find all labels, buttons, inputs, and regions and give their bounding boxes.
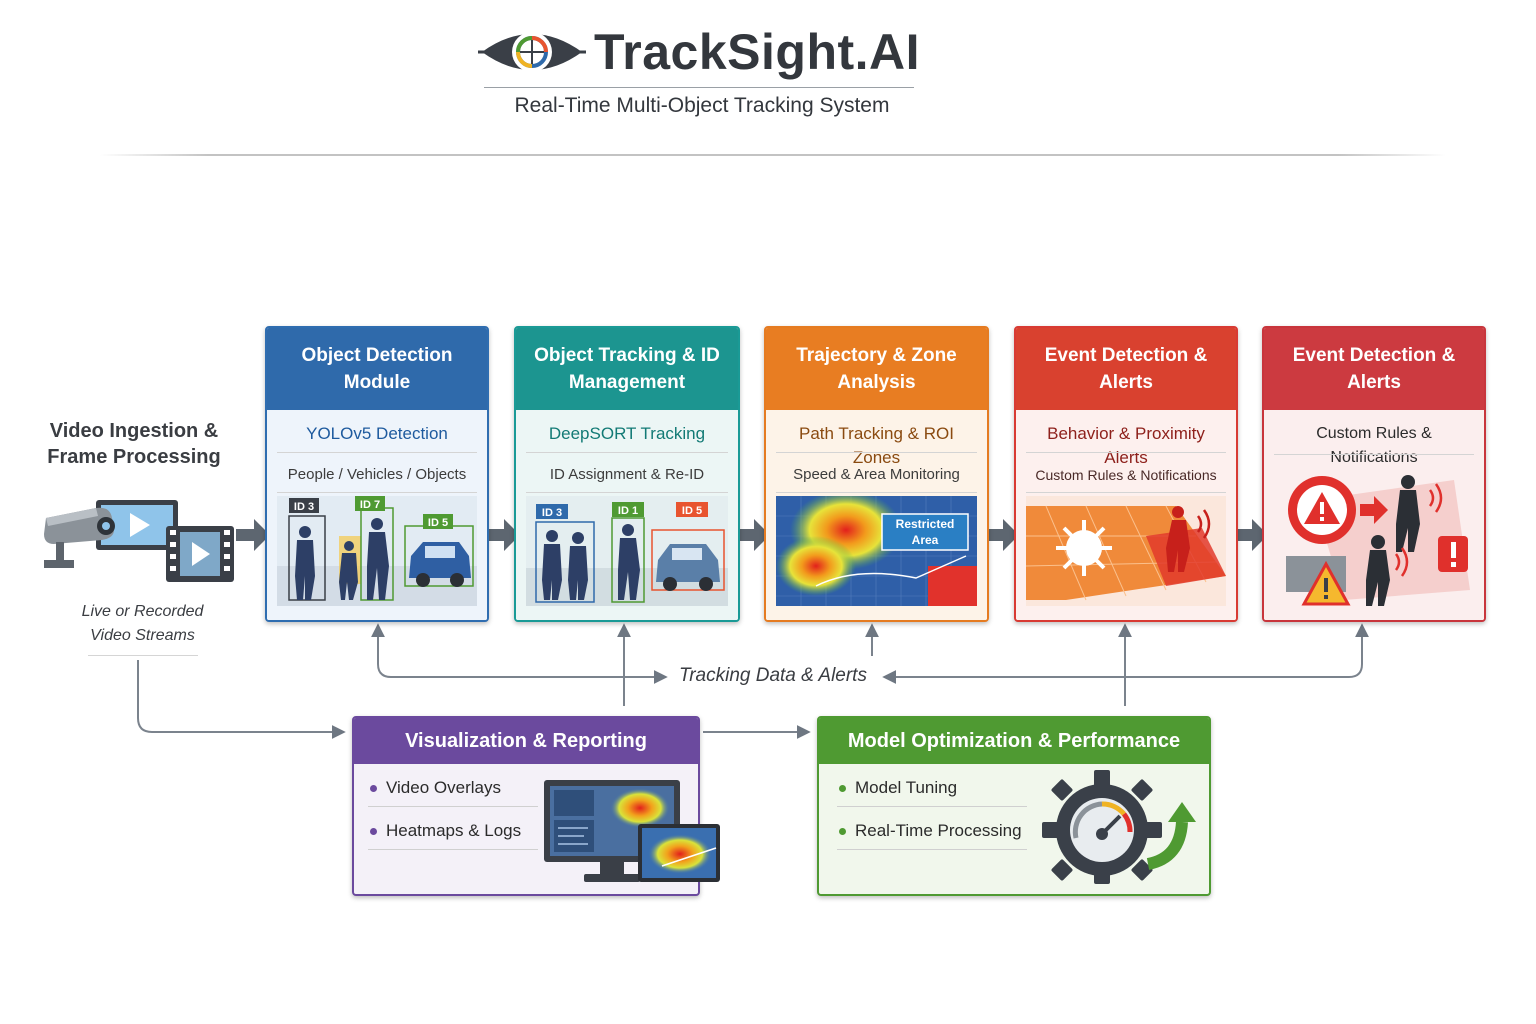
trajectory-module-card: Trajectory & Zone Analysis Path Tracking…: [764, 326, 989, 622]
film-play-icon: [166, 526, 234, 582]
divider: [776, 452, 977, 453]
card-secondary-text: ID Assignment & Re-ID: [549, 466, 705, 483]
card-title: Trajectory & Zone Analysis: [766, 328, 987, 410]
id-tag: ID 3: [294, 501, 314, 513]
feature-list: Model Tuning Real-Time Processing: [837, 776, 1027, 862]
divider: [1274, 454, 1474, 455]
card-primary-text: Path Tracking & ROI Zones: [799, 424, 954, 467]
alert-illustration: [1286, 475, 1470, 606]
gear-speedometer-icon: [1042, 770, 1196, 884]
brand-underline: [484, 87, 914, 88]
card-title: Object Detection Module: [267, 328, 487, 410]
dashboard-monitor-icon: [544, 780, 720, 882]
card-secondary-text: Speed & Area Monitoring: [793, 466, 960, 483]
card-body: Custom Rules & Notifications: [1264, 410, 1484, 620]
zone-label: Restricted Area: [895, 517, 955, 547]
card-primary-text: Custom Rules & Notifications: [1316, 425, 1432, 466]
card-primary-text: YOLOv5 Detection: [306, 424, 448, 443]
card-title: Event Detection & Alerts: [1264, 328, 1484, 410]
card-title: Event Detection & Alerts: [1016, 328, 1236, 410]
card-title: Visualization & Reporting: [354, 718, 698, 764]
ingestion-icons: [44, 500, 234, 582]
card-primary-text: Behavior & Proximity Alerts: [1047, 424, 1205, 467]
divider: [526, 452, 728, 453]
card-primary-text: DeepSORT Tracking: [548, 424, 706, 443]
heatmap-zone-illustration: Restricted Area: [776, 496, 977, 606]
tracking-module-card: Object Tracking & ID Management DeepSORT…: [514, 326, 740, 622]
brand-name: TrackSight.AI: [594, 24, 921, 80]
flow-arrow-icon: [486, 519, 520, 551]
divider: [1026, 452, 1226, 453]
card-body: Path Tracking & ROI Zones Speed & Area M…: [766, 410, 987, 620]
card-body: Behavior & Proximity Alerts Custom Rules…: [1016, 410, 1236, 620]
flow-arrow-icon: [1234, 519, 1268, 551]
card-secondary-text: People / Vehicles / Objects: [287, 466, 467, 483]
tracking-illustration: ID 3 ID 1 ID 5: [526, 496, 728, 606]
camera-icon: [44, 507, 115, 568]
card-title: Object Tracking & ID Management: [516, 328, 738, 410]
feedback-label: Tracking Data & Alerts: [668, 663, 878, 689]
caption-underline: [88, 655, 198, 656]
detection-illustration: ID 3 ID 7 ID 5: [277, 496, 477, 606]
divider: [776, 492, 977, 493]
divider: [277, 492, 477, 493]
id-tag: ID 1: [618, 505, 638, 517]
detection-module-card: Object Detection Module YOLOv5 Detection…: [265, 326, 489, 622]
card-body: DeepSORT Tracking ID Assignment & Re-ID …: [516, 410, 738, 620]
card-secondary-text: Custom Rules & Notifications: [1035, 467, 1217, 483]
list-item: Video Overlays: [368, 776, 538, 807]
flow-arrow-icon: [985, 519, 1019, 551]
card-body: YOLOv5 Detection People / Vehicles / Obj…: [267, 410, 487, 620]
eye-icon: [478, 32, 586, 72]
proximity-alert-illustration: [1026, 496, 1226, 606]
id-tag: ID 3: [542, 507, 562, 519]
flow-arrow-icon: [736, 519, 770, 551]
ingestion-caption: Live or Recorded Video Streams: [81, 603, 204, 644]
ingestion-title: Video Ingestion & Frame Processing: [47, 420, 221, 468]
id-tag: ID 5: [682, 505, 702, 517]
divider: [1026, 492, 1226, 493]
header-divider: [100, 154, 1446, 156]
event-alerts-card: Event Detection & Alerts Custom Rules & …: [1262, 326, 1486, 622]
id-tag: ID 5: [428, 517, 448, 529]
list-item: Real-Time Processing: [837, 819, 1027, 850]
event-detection-card: Event Detection & Alerts Behavior & Prox…: [1014, 326, 1238, 622]
list-item: Heatmaps & Logs: [368, 819, 538, 850]
card-title: Model Optimization & Performance: [819, 718, 1209, 764]
id-tag: ID 7: [360, 499, 380, 511]
divider: [277, 452, 477, 453]
divider: [526, 492, 728, 493]
page-subtitle: Real-Time Multi-Object Tracking System: [514, 94, 890, 117]
feature-list: Video Overlays Heatmaps & Logs: [368, 776, 538, 862]
list-item: Model Tuning: [837, 776, 1027, 807]
flow-arrow-icon: [236, 519, 270, 551]
